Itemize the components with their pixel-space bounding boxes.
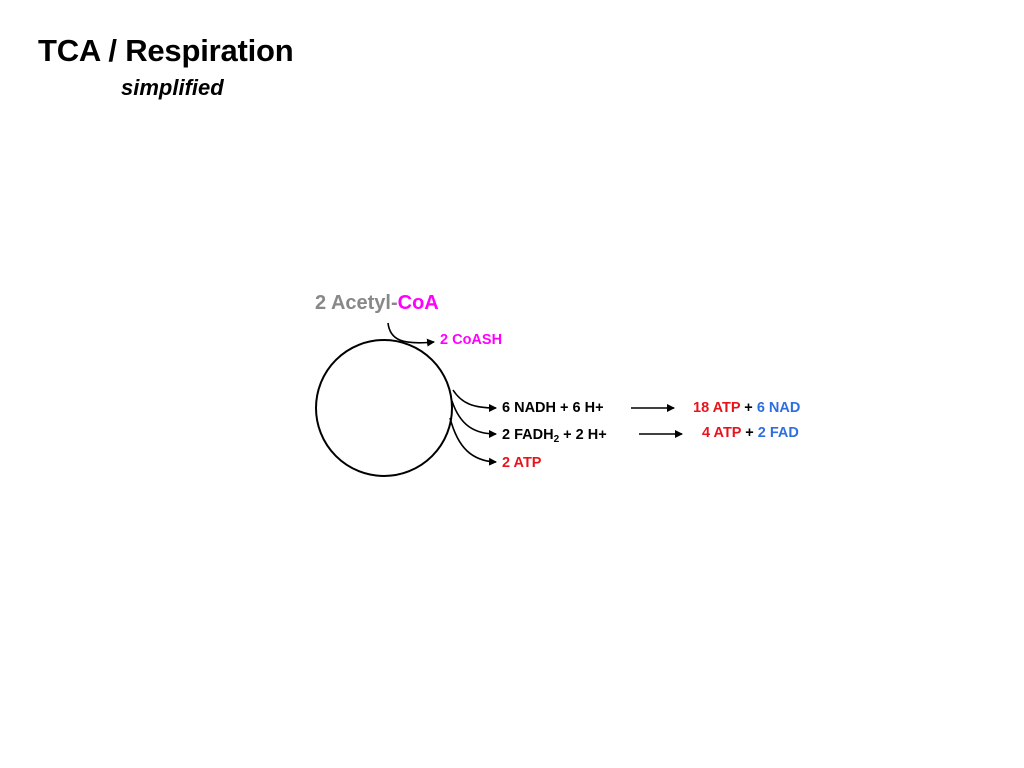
fadh-yield-cofactor: 2 FAD xyxy=(757,425,799,441)
acetyl-coa-label: 2 Acetyl-CoA xyxy=(315,293,439,313)
nadh-branch-arrow xyxy=(452,389,497,412)
nadh-yield-label: 18 ATP + 6 NAD xyxy=(693,401,800,416)
fadh-yield-plus: + xyxy=(741,425,758,441)
fadh-product-label: 2 FADH2 + 2 H+ xyxy=(502,427,607,445)
fadh-branch-arrow xyxy=(451,400,497,438)
acetyl-prefix: 2 Acetyl- xyxy=(315,292,398,314)
coa-suffix: CoA xyxy=(397,292,439,314)
nadh-yield-atp: 18 ATP xyxy=(693,400,741,416)
nadh-yield-plus: + xyxy=(740,400,757,416)
nadh-yield-cofactor: 6 NAD xyxy=(756,400,801,416)
coash-label: 2 CoASH xyxy=(440,332,503,348)
fadh-yield-label: 4 ATP + 2 FAD xyxy=(702,426,799,441)
fadh-tail: + 2 H+ xyxy=(559,427,607,443)
coash-release-arrow xyxy=(387,322,435,347)
atp-branch-arrow xyxy=(449,417,497,466)
slide-subtitle: simplified xyxy=(121,75,224,100)
fadh-main: 2 FADH xyxy=(502,427,554,443)
slide-title: TCA / Respiration xyxy=(38,33,294,68)
fadh-subscript: 2 xyxy=(553,434,560,445)
tca-cycle-circle xyxy=(315,339,453,477)
fadh-yield-atp: 4 ATP xyxy=(702,425,742,441)
atp-product-label: 2 ATP xyxy=(502,455,542,471)
nadh-product-label: 6 NADH + 6 H+ xyxy=(502,400,604,416)
